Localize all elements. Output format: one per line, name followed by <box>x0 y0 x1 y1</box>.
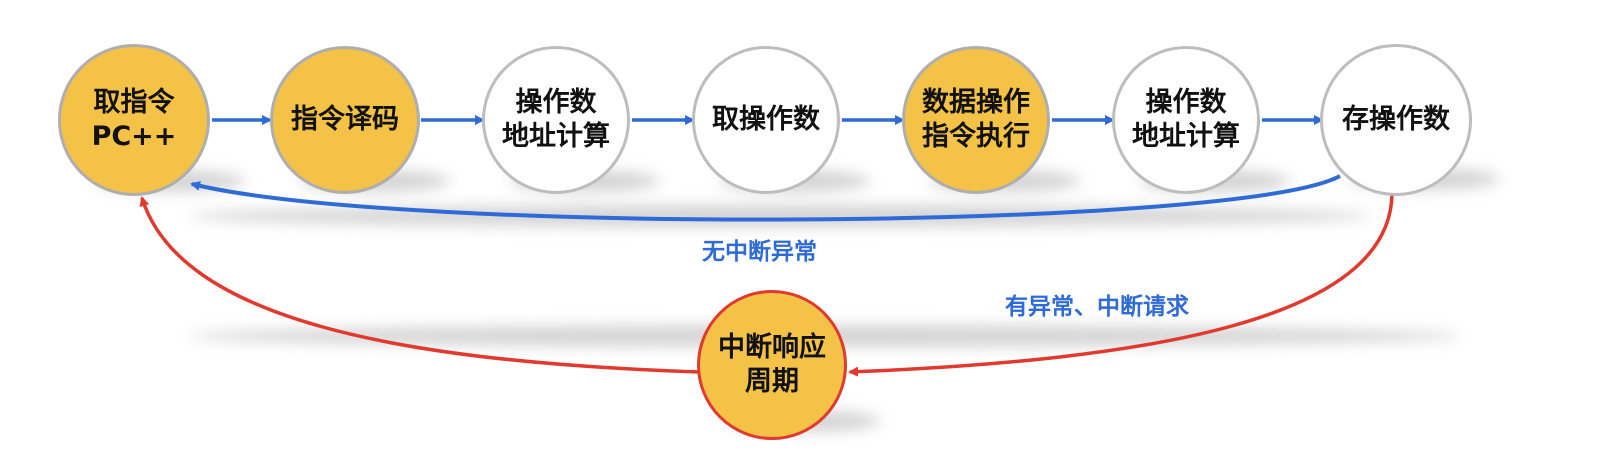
node-store-operand: 存操作数 <box>1320 44 1472 196</box>
node-fetch-instruction: 取指令 PC++ <box>58 44 210 196</box>
node-decode: 指令译码 <box>270 46 420 194</box>
arrow-interrupt-to-fetch <box>139 196 701 374</box>
node-operand-address-2-label: 操作数 地址计算 <box>1132 87 1240 152</box>
edge-label-interrupt-request: 有异常、中断请求 <box>1005 294 1189 320</box>
node-execute: 数据操作 指令执行 <box>902 46 1050 194</box>
node-operand-address-2: 操作数 地址计算 <box>1112 46 1260 194</box>
node-interrupt-cycle-label: 中断响应 周期 <box>718 332 826 397</box>
node-fetch-instruction-label: 取指令 PC++ <box>91 87 177 152</box>
node-execute-label: 数据操作 指令执行 <box>922 87 1030 152</box>
edge-label-no-interrupt: 无中断异常 <box>702 239 817 265</box>
node-store-operand-label: 存操作数 <box>1342 104 1450 136</box>
node-fetch-operand: 取操作数 <box>692 46 840 194</box>
node-interrupt-cycle: 中断响应 周期 <box>697 290 847 440</box>
node-operand-address-1: 操作数 地址计算 <box>482 46 630 194</box>
node-operand-address-1-label: 操作数 地址计算 <box>502 87 610 152</box>
arrow-store-to-fetch-no-interrupt <box>190 174 1341 222</box>
node-decode-label: 指令译码 <box>291 104 399 136</box>
node-fetch-operand-label: 取操作数 <box>712 104 820 136</box>
arrow-store-to-interrupt <box>848 193 1394 377</box>
